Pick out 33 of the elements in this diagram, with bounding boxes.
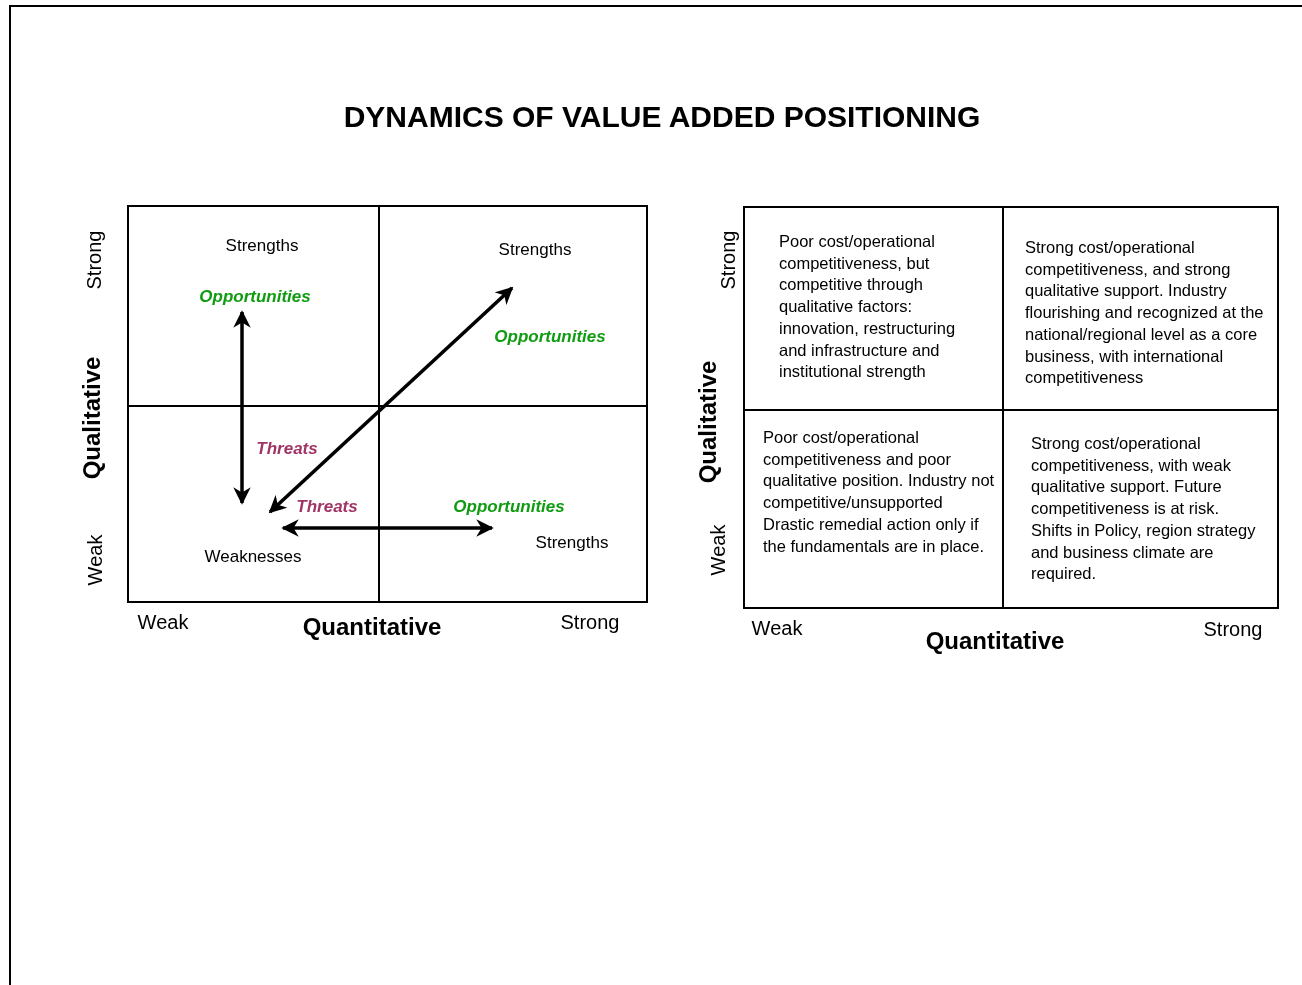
axis-end-label: Weak xyxy=(83,534,107,586)
factor-label: Opportunities xyxy=(453,497,565,517)
factor-label: Opportunities xyxy=(494,327,606,347)
quadrant-description: Strong cost/operational competitiveness, and strong qualitative support. Industry flourishing and recognized at the national/regional level as a core business, with international competitiveness xyxy=(1025,237,1265,389)
axis-end-label: Weak xyxy=(137,610,189,634)
axis-title: Qualitative xyxy=(694,360,722,484)
diagram-title: DYNAMICS OF VALUE ADDED POSITIONING xyxy=(343,100,981,134)
axis-end-label: Strong xyxy=(560,610,620,634)
axis-title: Qualitative xyxy=(78,356,106,480)
double-headed-arrow xyxy=(233,310,251,505)
double-headed-arrow xyxy=(281,519,494,537)
factor-label: Threats xyxy=(256,439,318,459)
axis-end-label: Strong xyxy=(82,230,106,290)
factor-label: Threats xyxy=(296,497,358,517)
quadrant-cell xyxy=(743,206,1004,411)
quadrant-label: Strengths xyxy=(225,236,299,256)
quadrant-label: Weaknesses xyxy=(204,547,302,567)
matrix-frame xyxy=(743,206,1279,609)
quadrant-label: Strengths xyxy=(498,240,572,260)
factor-label: Opportunities xyxy=(199,287,311,307)
axis-title: Quantitative xyxy=(925,627,1065,655)
matrix-frame xyxy=(127,205,648,603)
axis-end-label: Weak xyxy=(751,616,803,640)
quadrant-description: Poor cost/operational competitiveness and poor qualitative position. Industry not competitive/unsupported Drastic remedial action only if the fundamentals are in place. xyxy=(763,427,995,557)
quadrant-description: Poor cost/operational competitiveness, but competitive through qualitative factors: innovation, restructuring and infrastructure and institutional strength xyxy=(779,231,957,383)
axis-end-label: Weak xyxy=(706,524,730,576)
quadrant-cell xyxy=(127,205,380,407)
quadrant-description: Strong cost/operational competitiveness, with weak qualitative support. Future competitiveness is at risk. Shifts in Policy, region strategy and business climate are required. xyxy=(1031,433,1257,585)
double-headed-arrow xyxy=(268,286,514,514)
axis-end-label: Strong xyxy=(1203,617,1263,641)
axis-title: Quantitative xyxy=(302,613,442,641)
quadrant-label: Strengths xyxy=(535,533,609,553)
axis-end-label: Strong xyxy=(716,230,740,290)
